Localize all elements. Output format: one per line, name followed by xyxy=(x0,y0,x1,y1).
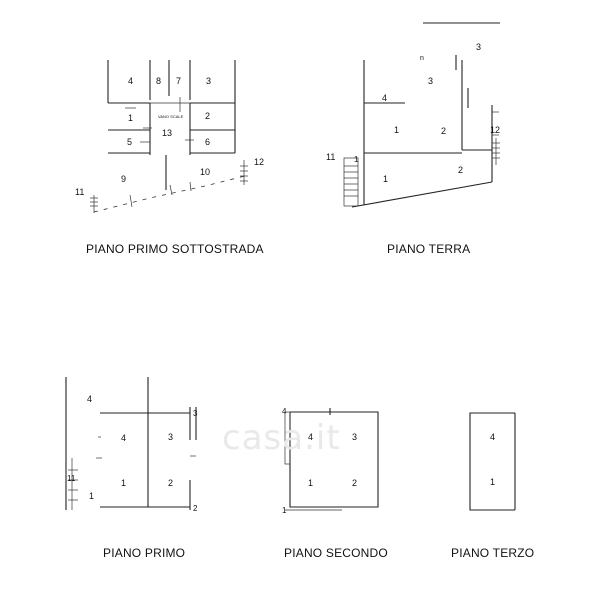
room-11: 11 xyxy=(75,187,84,197)
room-1: 1 xyxy=(121,478,126,488)
plan-secondo: 4 4 3 1 2 1 xyxy=(282,407,379,515)
caption-terra: PIANO TERRA xyxy=(387,242,471,256)
room-1-lower: 1 xyxy=(383,174,388,184)
room-1-outer: 1 xyxy=(282,506,287,515)
room-2: 2 xyxy=(352,478,357,488)
room-2: 2 xyxy=(205,111,210,121)
room-2: 2 xyxy=(168,478,173,488)
stair-note: VANO SCALE xyxy=(158,114,184,119)
room-12: 12 xyxy=(254,157,264,167)
caption-terzo: PIANO TERZO xyxy=(451,546,535,560)
room-12: 12 xyxy=(490,125,500,135)
room-1-stair: 1 xyxy=(89,491,94,501)
room-3-outer: 3 xyxy=(193,409,198,418)
room-5: 5 xyxy=(127,137,132,147)
room-8: 8 xyxy=(156,76,161,86)
room-2-lower: 2 xyxy=(458,165,463,175)
room-n: n xyxy=(420,55,424,62)
room-4-outer: 4 xyxy=(87,394,92,404)
room-4: 4 xyxy=(490,432,495,442)
caption-secondo: PIANO SECONDO xyxy=(284,546,388,560)
plan-terzo: 4 1 xyxy=(469,412,516,511)
room-2-outer: 2 xyxy=(193,504,198,513)
caption-primo: PIANO PRIMO xyxy=(103,546,186,560)
room-1: 1 xyxy=(490,477,495,487)
room-1: 1 xyxy=(128,113,133,123)
plan-terra: 3 n 3 4 1 2 12 11 1 1 2 xyxy=(326,22,500,208)
room-3-top: 3 xyxy=(476,42,481,52)
caption-sottostrada: PIANO PRIMO SOTTOSTRADA xyxy=(86,242,264,256)
room-2: 2 xyxy=(441,126,446,136)
room-7: 7 xyxy=(176,76,181,86)
room-1-stair: 1 xyxy=(354,155,359,164)
room-1: 1 xyxy=(308,478,313,488)
room-3: 3 xyxy=(352,432,357,442)
room-1: 1 xyxy=(394,125,399,135)
room-9: 9 xyxy=(121,174,126,184)
plan-sottostrada: 4 8 7 3 1 2 13 5 6 9 10 11 12 VANO SCALE xyxy=(75,60,264,213)
room-3: 3 xyxy=(206,76,211,86)
room-4-outer: 4 xyxy=(282,407,287,416)
room-3: 3 xyxy=(428,76,433,86)
plan-primo: 4 3 4 3 1 2 11 1 2 xyxy=(65,377,198,513)
room-11: 11 xyxy=(67,474,76,483)
watermark-logo: casa.it xyxy=(222,418,341,458)
room-4: 4 xyxy=(128,76,133,86)
room-4: 4 xyxy=(121,433,126,443)
room-11: 11 xyxy=(326,152,335,162)
room-3: 3 xyxy=(168,432,173,442)
room-10: 10 xyxy=(200,167,210,177)
room-6: 6 xyxy=(205,137,210,147)
room-13: 13 xyxy=(162,128,172,138)
room-4: 4 xyxy=(382,93,387,103)
room-4: 4 xyxy=(308,432,313,442)
